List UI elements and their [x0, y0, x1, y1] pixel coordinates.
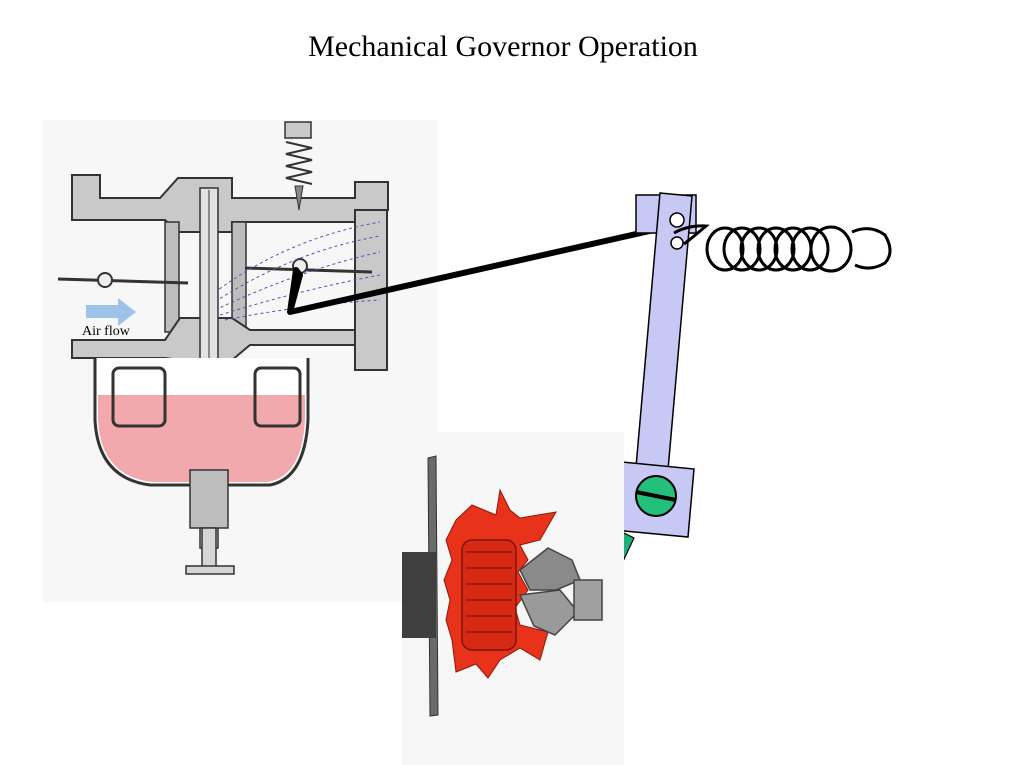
throttle-linkage — [287, 225, 664, 315]
carburetor-venturi-wall-right — [231, 221, 247, 331]
bowl-nut — [189, 469, 229, 529]
spring-end — [851, 227, 892, 270]
airflow-arrow-icon — [86, 298, 136, 326]
idle-needle — [294, 185, 304, 211]
fuel-level — [98, 395, 305, 482]
choke-screw-icon — [97, 272, 113, 288]
mounting-block — [402, 552, 436, 638]
drain-foot — [185, 565, 235, 575]
idle-screw-head — [284, 121, 312, 139]
arm-hole-top — [669, 212, 685, 228]
spring-hook — [673, 224, 710, 246]
idle-screw-spring-icon — [285, 141, 313, 185]
float-left — [111, 366, 167, 428]
governor-cup — [573, 579, 603, 621]
drain-stem — [201, 527, 217, 569]
throttle-plate — [244, 266, 373, 274]
governor-gear-assembly — [402, 432, 624, 765]
gear-ridges — [466, 551, 512, 633]
page-title: Mechanical Governor Operation — [308, 30, 698, 63]
spring-icon — [673, 224, 892, 273]
arm-hole-spring — [670, 236, 684, 250]
flyweight-lower — [518, 589, 580, 636]
airflow-label: Air flow — [82, 324, 131, 339]
linkage-rod — [287, 225, 664, 315]
choke-plate — [57, 277, 189, 285]
gear-hub — [461, 539, 517, 651]
arm-screw-slot — [635, 490, 677, 502]
carburetor-venturi-wall-left — [164, 221, 180, 333]
float-right — [253, 366, 302, 428]
carburetor-cutaway: Air flow — [42, 120, 438, 602]
